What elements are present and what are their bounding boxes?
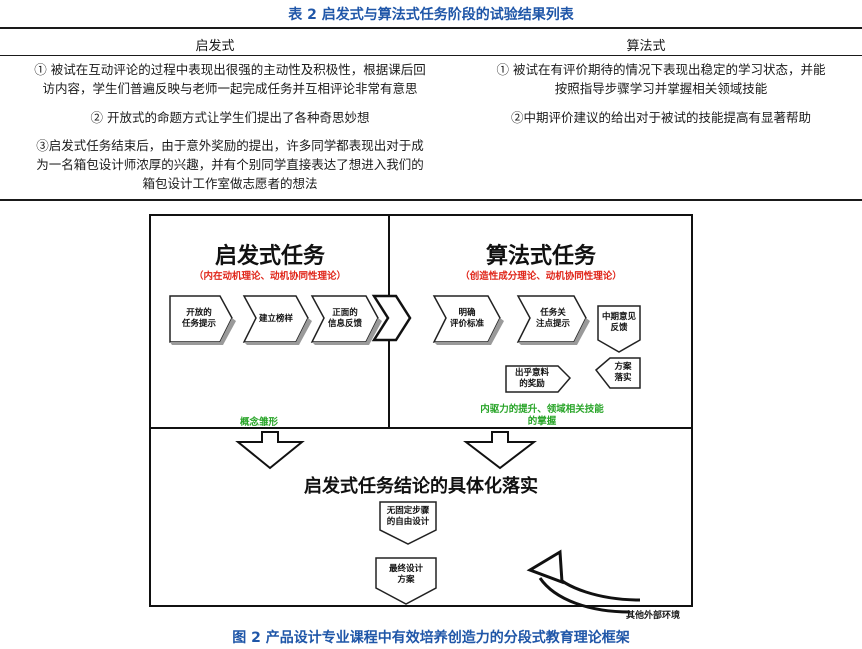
heuristic-result-2: ② 开放式的命题方式让学生们提出了各种奇思妙想 [0,108,460,127]
step-midterm-feedback: 中期意见 反馈 [601,312,636,333]
step-build-role-model: 建立榜样 [258,313,293,324]
environment-arrow-curve [550,571,641,602]
heuristic-result-3: ③启发式任务结束后，由于意外奖励的提出，许多同学都表现出对于成 为一名箱包设计师… [0,136,460,193]
table-top-rule [0,27,862,29]
step-clear-evaluation-criteria: 明确 评价标准 [449,308,484,329]
algorithmic-line: ②中期评价建议的给出对于被试的技能提高有显著帮助 [510,110,811,125]
column-header-algorithmic: 算法式 [626,39,666,54]
step-free-design: 无固定步骤 的自由设计 [386,506,430,527]
bottom-step-arrow-2 [375,557,437,605]
environment-arrow-head [526,549,564,585]
heuristic-line: 访内容，学生们普遍反映与老师一起完成任务并互相评论非常有意思 [42,81,418,96]
framework-figure [149,214,693,607]
step-unexpected-reward: 出乎意料 的奖励 [514,368,549,389]
column-header-heuristic: 启发式 [195,39,235,54]
heuristic-result-1: ① 被试在互动评论的过程中表现出很强的主动性及积极性，根据课后回 访内容，学生们… [0,60,460,98]
right-step-arrows [432,295,641,393]
step-positive-feedback: 正面的 信息反馈 [327,308,362,329]
bottom-step-arrow-1 [379,501,437,545]
heuristic-task-title: 启发式任务 [214,244,325,269]
step-open-task-prompt: 开放的 任务提示 [181,308,216,329]
algorithmic-task-title: 算法式任务 [485,244,596,269]
algorithmic-line: 按照指导步骤学习并掌握相关领域技能 [554,81,768,96]
step-plan-implementation: 方案 落实 [614,362,632,383]
heuristic-line: ① 被试在互动评论的过程中表现出很强的主动性及积极性，根据课后回 [34,62,426,77]
left-step-arrows [169,295,379,343]
heuristic-line: 箱包设计工作室做志愿者的想法 [142,176,318,191]
heuristic-line: ③启发式任务结束后，由于意外奖励的提出，许多同学都表现出对于成 [36,138,424,153]
step-final-design-plan: 最终设计 方案 [388,564,423,585]
left-step-shadows [170,318,382,345]
concept-prototype-note: 概念雏形 [240,417,279,428]
table-bottom-rule [0,199,862,201]
heuristic-line: 为一名箱包设计师浓厚的兴趣，并有个别同学直接表达了想进入我们的 [36,157,424,172]
intrinsic-drive-note: 内驱力的提升、领域相关技能 的掌握 [480,404,604,427]
down-arrow-left [235,431,305,470]
figure-caption: 图 2 产品设计专业课程中有效培养创造力的分段式教育理论框架 [232,630,630,646]
external-environment-label: 其他外部环境 [626,611,681,621]
table-header-rule [0,55,862,56]
algorithmic-line: ① 被试在有评价期待的情况下表现出稳定的学习状态，并能 [496,62,826,77]
conclusion-implementation-title: 启发式任务结论的具体化落实 [304,476,538,497]
table-title: 表 2 启发式与算法式任务阶段的试验结果列表 [288,7,574,23]
algorithmic-task-theory: （创造性成分理论、动机协同性理论） [460,271,622,282]
step-task-focus-prompt: 任务关 注点提示 [535,308,570,329]
section-chevron-arrow [371,294,412,342]
algorithmic-result-2: ②中期评价建议的给出对于被试的技能提高有显著帮助 [460,108,862,127]
heuristic-line: ② 开放式的命题方式让学生们提出了各种奇思妙想 [90,110,370,125]
algorithmic-result-1: ① 被试在有评价期待的情况下表现出稳定的学习状态，并能 按照指导步骤学习并掌握相… [460,60,862,98]
down-arrow-right [463,431,537,470]
right-step-shadows [434,318,590,345]
heuristic-task-theory: （内在动机理论、动机协同性理论） [193,271,346,282]
